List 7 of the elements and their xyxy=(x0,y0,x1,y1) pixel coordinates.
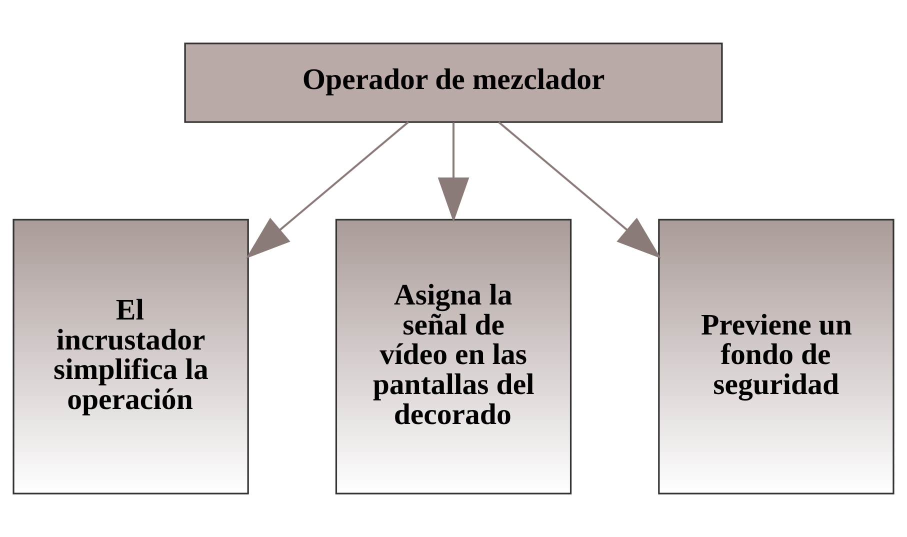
node-box: Operador de mezclador xyxy=(184,42,723,123)
arrow xyxy=(438,122,470,222)
node-box: Asigna la señal de vídeo en las pantallas del decorado xyxy=(335,218,572,494)
arrow xyxy=(246,121,409,258)
arrow xyxy=(498,121,662,258)
node-box: El incrustador simplifica la operación xyxy=(12,218,249,494)
node-box: Previene un fondo de seguridad xyxy=(658,218,894,494)
